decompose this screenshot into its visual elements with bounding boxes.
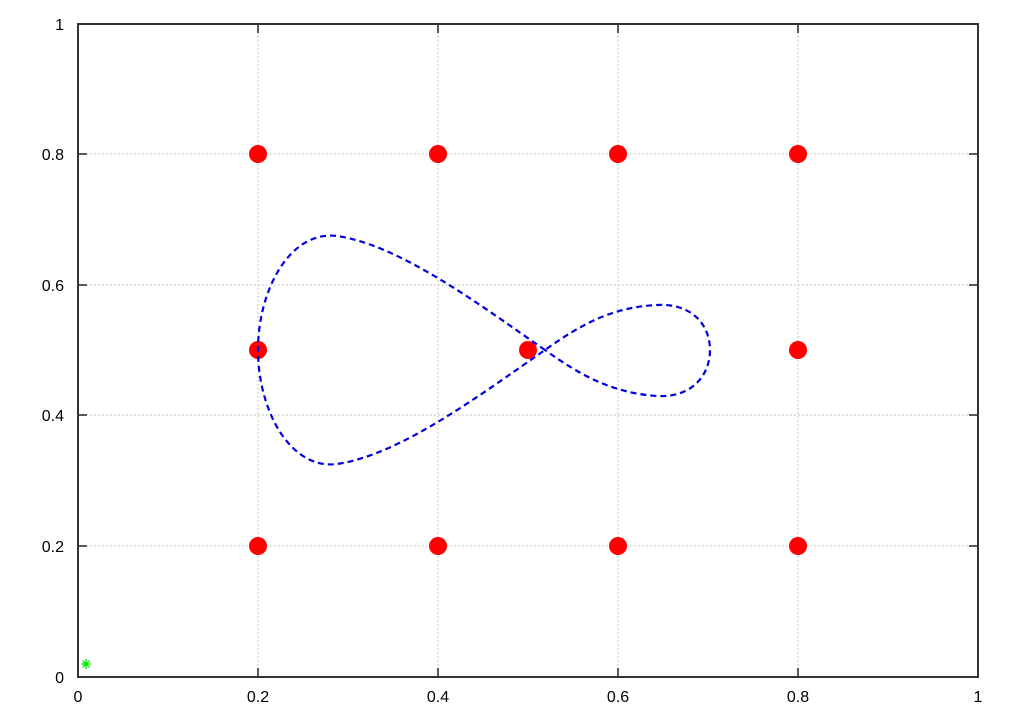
data-point	[249, 537, 267, 555]
grid-lines	[78, 24, 978, 677]
y-tick-label: 0.4	[42, 408, 64, 425]
plot-frame	[77, 23, 979, 678]
x-tick-label: 0.6	[607, 689, 629, 706]
x-axis-labels: 0 0.2 0.4 0.6 0.8 1	[74, 689, 983, 706]
data-point	[609, 145, 627, 163]
axis-ticks	[78, 24, 978, 677]
red-points-series	[249, 145, 807, 555]
data-point	[249, 145, 267, 163]
y-axis-labels: 0 0.2 0.4 0.6 0.8 1	[42, 17, 64, 687]
data-point	[429, 537, 447, 555]
asterisk-marker-icon	[81, 659, 91, 669]
y-tick-label: 0	[55, 670, 64, 687]
data-point	[429, 145, 447, 163]
data-point	[519, 341, 537, 359]
data-point	[789, 145, 807, 163]
data-point	[789, 537, 807, 555]
y-tick-label: 1	[55, 17, 64, 34]
data-point	[609, 537, 627, 555]
x-tick-label: 0	[74, 689, 83, 706]
y-tick-label: 0.6	[42, 278, 64, 295]
x-tick-label: 0.4	[427, 689, 449, 706]
figure-eight-curve	[256, 234, 712, 466]
data-point	[789, 341, 807, 359]
x-tick-label: 0.2	[247, 689, 269, 706]
y-tick-label: 0.8	[42, 147, 64, 164]
x-tick-label: 1	[974, 689, 983, 706]
y-tick-label: 0.2	[42, 539, 64, 556]
x-tick-label: 0.8	[787, 689, 809, 706]
